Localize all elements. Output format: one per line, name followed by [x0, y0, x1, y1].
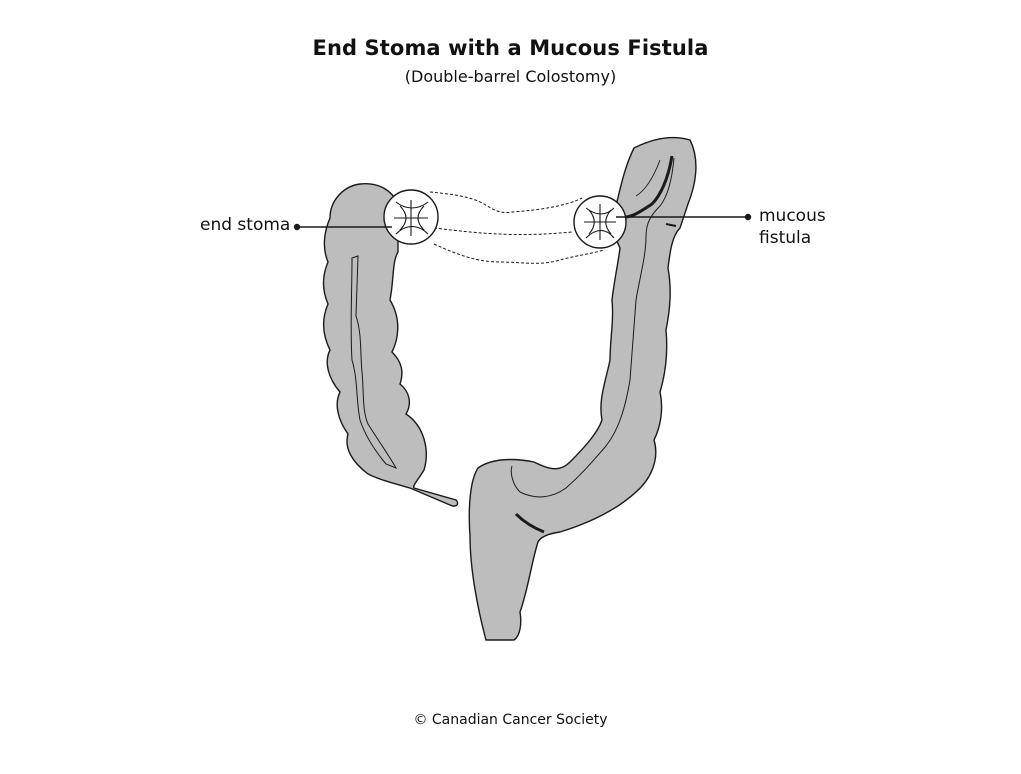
mucous-fistula-label-line2: fistula	[759, 228, 812, 248]
removed-transverse-segment	[429, 191, 605, 264]
mucous-fistula-leader	[616, 213, 752, 221]
diagram-subtitle: (Double-barrel Colostomy)	[404, 67, 617, 86]
mucous-fistula-opening	[573, 195, 627, 249]
end-stoma-opening	[383, 189, 439, 245]
end-stoma-label: end stoma	[200, 215, 291, 235]
mucous-fistula-label: mucous fistula	[759, 205, 826, 249]
diagram-title: End Stoma with a Mucous Fistula	[312, 36, 709, 60]
mucous-fistula-label-line1: mucous	[759, 206, 826, 226]
ascending-colon	[322, 183, 459, 507]
copyright-notice: © Canadian Cancer Society	[413, 712, 608, 728]
end-stoma-leader	[293, 223, 392, 231]
